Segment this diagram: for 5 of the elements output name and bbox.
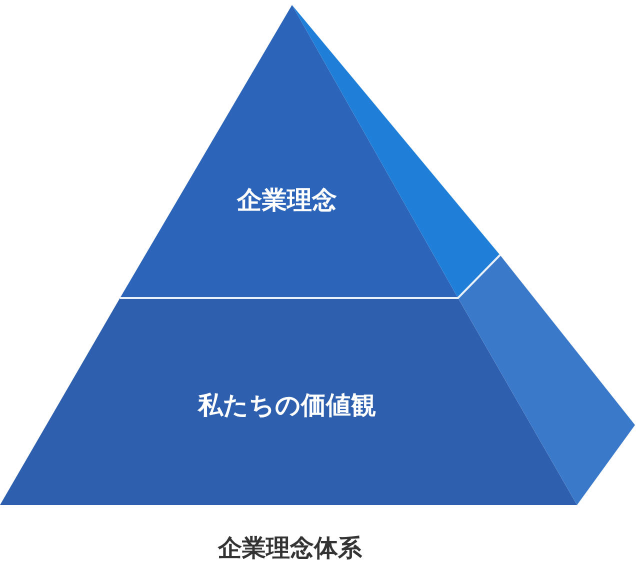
tier-label: 企業理念 [237,184,337,216]
tier-label: 私たちの価値観 [198,390,376,422]
pyramid-tier [0,255,635,505]
caption: 企業理念体系 [218,533,362,564]
pyramid-tier [120,5,500,298]
